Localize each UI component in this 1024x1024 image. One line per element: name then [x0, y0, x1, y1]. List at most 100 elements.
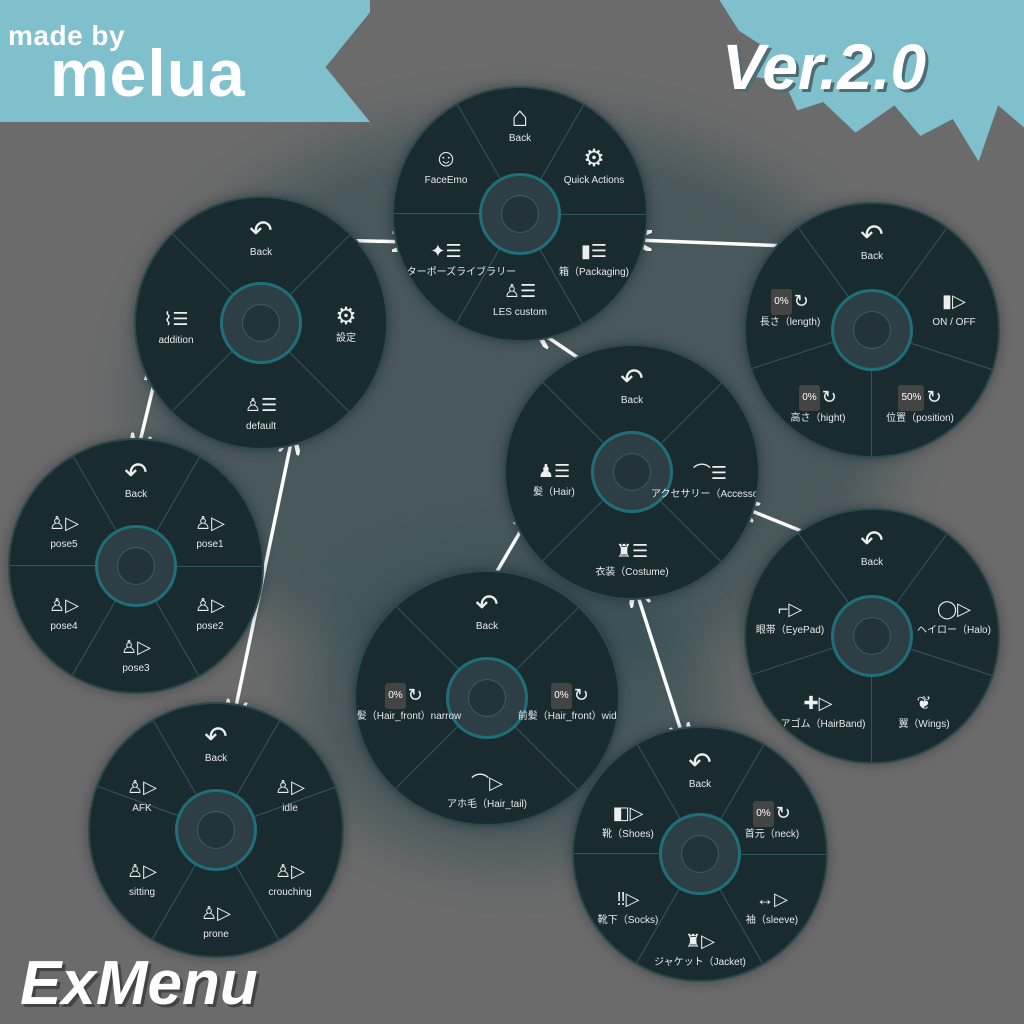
menu-item-back[interactable]: ↶Back: [157, 723, 275, 765]
play-icon: ♙▷: [127, 777, 157, 797]
item-label: 髪（Hair): [533, 487, 575, 498]
menu-item-shoes[interactable]: ◧▷靴（Shoes): [574, 800, 687, 841]
item-label: AFK: [132, 803, 152, 814]
item-label: FaceEmo: [424, 175, 468, 186]
submenu-icon: ✦☰: [430, 241, 462, 261]
back-arrow-icon: ↶: [688, 747, 712, 778]
menu-item-settings[interactable]: ⚙ 設定: [287, 304, 386, 345]
item-label: pose1: [196, 539, 224, 550]
menu-item-avatar-pose-library[interactable]: ✦☰ アバターポーズライブラリー: [394, 238, 516, 279]
item-label: addition: [158, 335, 194, 346]
wings-icon: ❦: [916, 693, 932, 713]
item-label: ジャケット（Jacket): [654, 957, 746, 968]
submenu-icon: ♜☰: [615, 541, 649, 561]
menu-item-sleeve[interactable]: ↔▷袖（sleeve): [713, 886, 826, 927]
item-label: crouching: [268, 887, 312, 898]
reset-icon: 0%↻: [356, 682, 463, 710]
menu-item-halo[interactable]: ◯▷ ヘイロー（Halo): [895, 596, 998, 637]
menu-item-accessory[interactable]: ⌒☰アクセサリー（Accessory): [651, 460, 758, 501]
menu-item-hair-front-wide[interactable]: 0%↻前髪（Hair_front）wide: [511, 682, 618, 723]
menu-item-hair[interactable]: ♟☰ 髪（Hair): [506, 458, 613, 499]
play-icon: ✚▷: [803, 693, 833, 713]
item-label: prone: [203, 929, 229, 940]
play-icon: ♙▷: [127, 861, 157, 881]
menu-item-pose4[interactable]: ♙▷pose4: [10, 592, 123, 633]
item-label: Back: [124, 489, 148, 500]
menu-item-height[interactable]: 0%↻高さ（hight): [759, 384, 877, 425]
back-arrow-icon: ↶: [860, 525, 884, 556]
menu-item-les-custom[interactable]: ♙☰ LES custom: [461, 278, 579, 319]
menu-item-hair-tail[interactable]: ⌒▷アホ毛（Hair_tail): [428, 770, 546, 811]
back-arrow-icon: ↶: [620, 363, 644, 394]
item-label: LES custom: [493, 307, 547, 318]
menu-item-default[interactable]: ♙☰default: [202, 392, 320, 433]
menu-item-addition[interactable]: ⌇☰addition: [136, 306, 235, 347]
percent-value: 0%: [799, 385, 820, 412]
menu-item-on-off[interactable]: ▮▷ON / OFF: [895, 288, 998, 329]
menu-item-packaging[interactable]: ▮☰箱（Packaging): [535, 238, 646, 279]
submenu-icon: ♙☰: [503, 281, 537, 301]
item-label: 設定: [336, 333, 356, 344]
menu-item-back[interactable]: ↶Back: [77, 459, 195, 501]
submenu-icon: ♟☰: [537, 461, 571, 481]
radial-menu-les-custom: ↶Back ♟☰ 髪（Hair) ⌒☰アクセサリー（Accessory) ♜☰衣装…: [506, 346, 758, 598]
submenu-icon: ♙☰: [244, 395, 278, 415]
item-label: 袖（sleeve): [745, 915, 799, 926]
menu-item-back[interactable]: ↶Back: [573, 363, 691, 407]
menu-item-faceemo[interactable]: ☺ FaceEmo: [394, 146, 505, 187]
menu-item-pose2[interactable]: ♙▷pose2: [151, 592, 262, 633]
author-banner: [0, 0, 370, 122]
menu-center: [591, 431, 673, 513]
reset-icon: 0%↻: [746, 288, 849, 316]
menu-item-back[interactable]: ↶Back: [813, 525, 931, 569]
item-label: ヘイロー（Halo): [917, 625, 991, 636]
author-name: melua: [50, 36, 246, 110]
menu-item-jacket[interactable]: ♜▷ ジャケット（Jacket): [641, 928, 759, 969]
radial-menu-addition: ↶Back ♙▷pose5 ♙▷ pose1 ♙▷pose4 ♙▷pose2 ♙▷…: [10, 440, 262, 692]
menu-item-quick-actions[interactable]: ⚙Quick Actions: [535, 146, 646, 187]
item-label: 高さ（hight): [790, 413, 846, 424]
item-label: 靴下（Socks): [597, 915, 659, 926]
menu-item-back[interactable]: ⌂Back: [461, 103, 579, 145]
menu-item-position[interactable]: 50%↻位置（position): [861, 384, 979, 425]
gear-icon: ⚙: [335, 303, 357, 330]
percent-value: 0%: [753, 801, 774, 828]
menu-item-pose1[interactable]: ♙▷ pose1: [151, 510, 262, 551]
menu-item-crouching[interactable]: ♙▷crouching: [231, 858, 342, 899]
play-icon: ♙▷: [195, 513, 225, 533]
menu-item-prone[interactable]: ♙▷prone: [157, 900, 275, 941]
back-arrow-icon: ↶: [249, 215, 273, 246]
menu-item-pose5[interactable]: ♙▷pose5: [10, 510, 123, 551]
jacket-icon: ♜▷: [685, 931, 715, 951]
menu-item-back[interactable]: ↶Back: [641, 747, 759, 791]
menu-item-back[interactable]: ↶Back: [428, 591, 546, 633]
item-label: idle: [282, 803, 298, 814]
item-label: アバターポーズライブラリー: [394, 267, 517, 278]
menu-item-wings[interactable]: ❦翼（Wings): [865, 690, 983, 731]
menu-item-idle[interactable]: ♙▷ idle: [231, 774, 342, 815]
menu-item-length[interactable]: 0%↻長さ（length): [746, 288, 849, 329]
menu-center: [831, 289, 913, 371]
item-label: pose2: [196, 621, 224, 632]
menu-item-afk[interactable]: ♙▷ AFK: [90, 774, 201, 815]
item-label: Back: [475, 621, 499, 632]
menu-item-neck[interactable]: 0%↻首元（neck): [713, 800, 826, 841]
menu-item-pose3[interactable]: ♙▷pose3: [77, 634, 195, 675]
menu-item-hairband[interactable]: ✚▷ヘアゴム（HairBand): [759, 690, 877, 731]
menu-item-hair-front-narrow[interactable]: 0%↻前髪（Hair_front）narrow: [356, 682, 463, 723]
reset-icon: 0%↻: [511, 682, 618, 710]
menu-item-socks[interactable]: ‼▷靴下（Socks): [574, 886, 687, 927]
menu-item-eyepad[interactable]: ⌐▷眼帯（EyePad): [746, 596, 849, 637]
submenu-icon: ⌒☰: [692, 463, 728, 483]
play-icon: ♙▷: [275, 777, 305, 797]
menu-item-back[interactable]: ↶Back: [202, 215, 320, 259]
face-emo-icon: ☺: [433, 145, 459, 172]
percent-value: 0%: [385, 683, 406, 710]
play-icon: ◯▷: [937, 599, 971, 619]
menu-item-back[interactable]: ↶Back: [813, 221, 931, 263]
item-label: Back: [688, 779, 712, 790]
menu-item-sitting[interactable]: ♙▷sitting: [90, 858, 201, 899]
item-label: ON / OFF: [932, 317, 976, 328]
menu-item-costume[interactable]: ♜☰衣装（Costume): [573, 538, 691, 579]
item-label: 長さ（length): [759, 317, 821, 328]
